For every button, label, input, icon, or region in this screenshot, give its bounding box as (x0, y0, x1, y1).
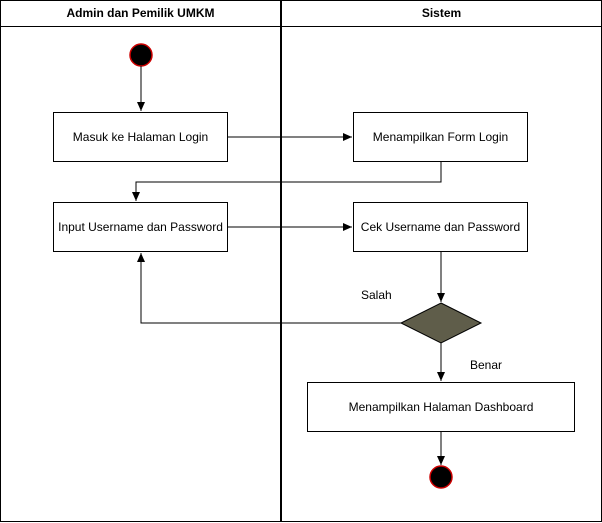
guard-wrong: Salah (361, 288, 392, 302)
lane-header-system: Sistem (421, 6, 462, 20)
end-node (429, 465, 453, 489)
node-show-form: Menampilkan Form Login (353, 112, 528, 162)
node-input-credentials: Input Username dan Password (53, 202, 228, 252)
decision-diamond (399, 302, 483, 344)
edge-form-to-input (132, 162, 442, 201)
start-node (129, 43, 153, 67)
node-check-credentials: Cek Username dan Password (353, 202, 528, 252)
node-login-page: Masuk ke Halaman Login (53, 112, 228, 162)
guard-right: Benar (470, 358, 503, 372)
edge-decision-to-input (137, 253, 401, 324)
node-show-dashboard: Menampilkan Halaman Dashboard (307, 382, 575, 432)
lane-header-user: Admin dan Pemilik UMKM (66, 6, 215, 20)
